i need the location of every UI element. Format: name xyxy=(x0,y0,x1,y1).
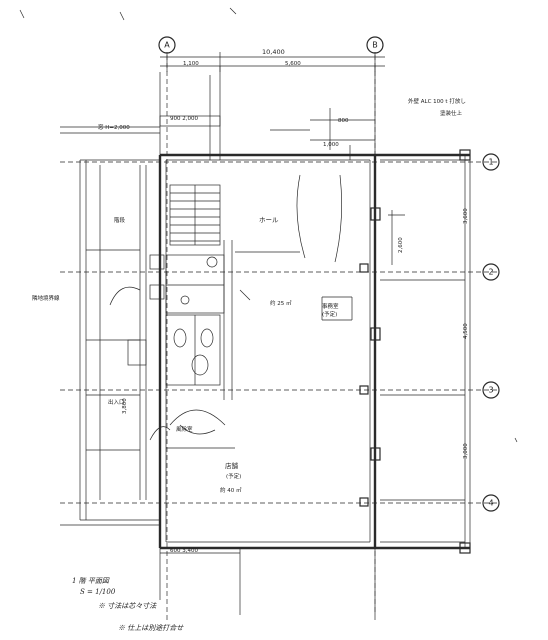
axis-label-3: 3 xyxy=(488,386,493,395)
right-note-2: 塗装仕上 xyxy=(440,109,463,117)
dim-top-left-span: 1,100 xyxy=(183,61,199,67)
dim-window-mid: 800 xyxy=(338,118,349,124)
room-area-label-2: 约 25 ㎡ xyxy=(270,299,292,307)
entrance-doors xyxy=(149,409,235,449)
scan-marks xyxy=(19,7,518,443)
entrance-label: 風除室 xyxy=(176,425,193,433)
axis-bubble-4: 4 xyxy=(482,494,500,512)
dim-top-mid-span: 5,600 xyxy=(285,61,301,67)
left-lower-note: 出入口 xyxy=(108,398,125,406)
room-shop-label: 店舗 xyxy=(225,461,239,470)
room-area-label: 約 40 ㎡ xyxy=(220,486,242,494)
room-office-sub: (予定) xyxy=(322,310,337,318)
left-annex xyxy=(60,159,160,526)
axis-label-B: B xyxy=(372,41,378,50)
stair-core xyxy=(169,184,221,246)
upper-frame xyxy=(60,72,375,160)
grid-lines xyxy=(60,55,500,620)
axis-label-2: 2 xyxy=(488,268,493,277)
outer-walls xyxy=(158,153,470,550)
right-note-1: 外壁 ALC 100 t 打放し xyxy=(408,97,466,105)
axis-bubble-1: 1 xyxy=(482,153,500,171)
dim-right-2: 4,500 xyxy=(463,323,469,339)
wc-cluster xyxy=(149,240,233,400)
columns xyxy=(359,149,471,554)
dim-right-3: 3,000 xyxy=(463,443,469,459)
dim-right-1: 3,600 xyxy=(463,208,469,224)
dim-left-vert: 3,800 xyxy=(122,398,128,414)
axis-bubble-2: 2 xyxy=(482,263,500,281)
axis-label-1: 1 xyxy=(488,158,493,167)
left-room-label: 階段 xyxy=(114,216,126,224)
room-office-label: 事務室 xyxy=(322,302,339,310)
dim-right-small: 2,600 xyxy=(398,237,404,253)
hall-sketch xyxy=(235,174,353,321)
dim-window-right: 1,000 xyxy=(323,142,339,148)
note-line-4: ※ 仕上は別途打合せ xyxy=(118,624,184,632)
outer-walls-inner xyxy=(165,155,471,548)
top-dimensions xyxy=(160,52,385,160)
left-top-note: 窓 H=2,000 xyxy=(98,123,130,131)
dim-overall-top: 10,400 xyxy=(262,48,285,56)
axis-bubble-B: B xyxy=(366,36,384,54)
bottom-dims xyxy=(159,548,376,615)
dim-bottom: 600 3,400 xyxy=(170,548,198,554)
door-arc-left xyxy=(109,286,141,306)
right-bay-lines xyxy=(380,210,465,501)
axis-bubble-A: A xyxy=(158,36,176,54)
axis-label-4: 4 xyxy=(488,499,493,508)
note-line-3: ※ 寸法は芯々寸法 xyxy=(98,602,157,610)
left-side-note: 隣地境界線 xyxy=(32,294,60,302)
room-shop-sub: (予定) xyxy=(226,472,241,480)
note-line-2: S = 1/100 xyxy=(80,588,116,596)
dim-window-top: 900 2,000 xyxy=(170,116,198,122)
note-line-1: 1 階 平面図 xyxy=(72,577,110,585)
room-hall-label: ホール xyxy=(259,216,279,224)
axis-label-A: A xyxy=(164,41,170,50)
axis-bubble-3: 3 xyxy=(482,381,500,399)
